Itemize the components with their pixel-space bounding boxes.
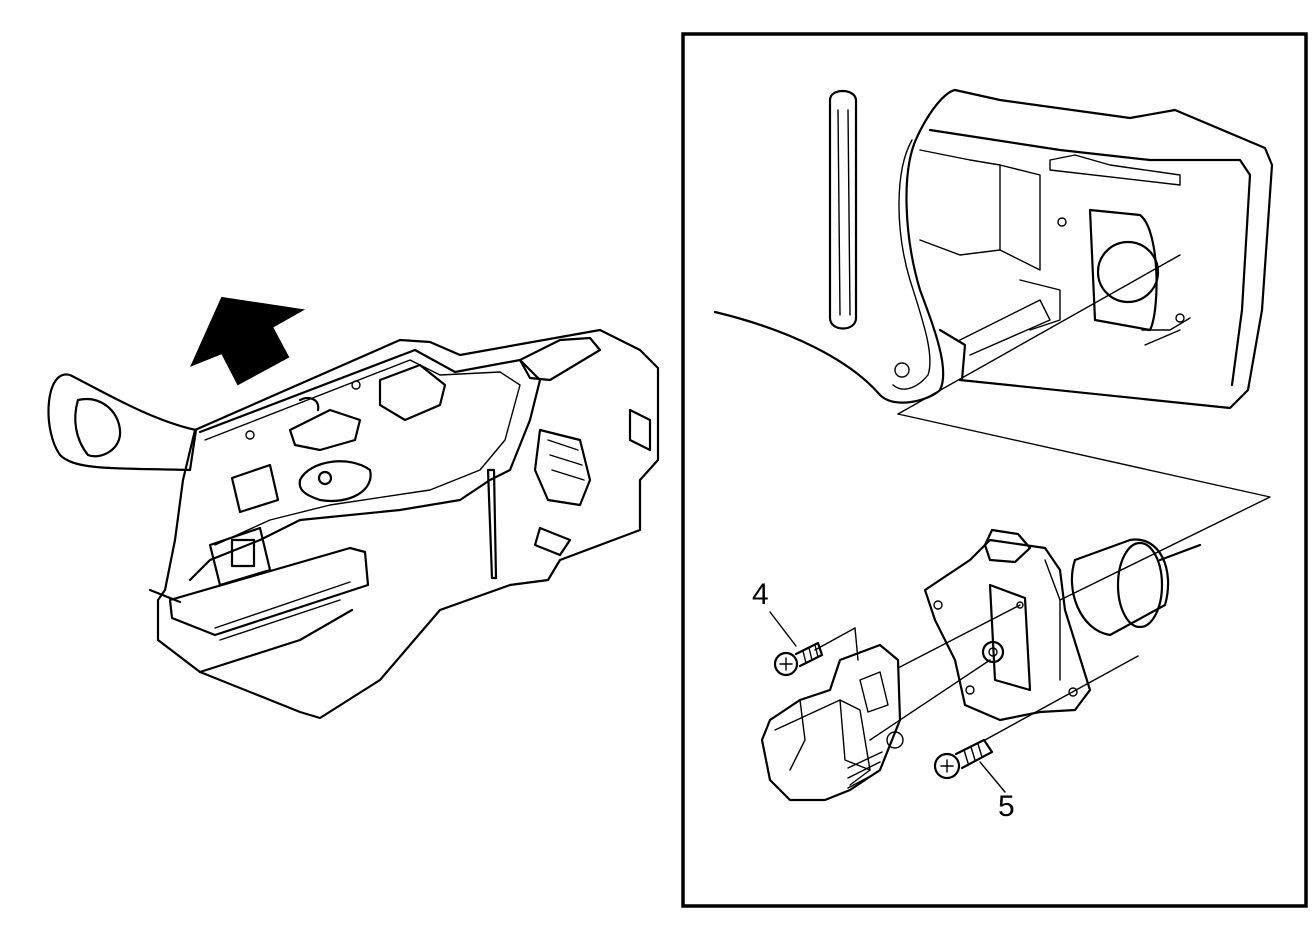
shifter-assembly — [47, 296, 660, 720]
bolt-4 — [773, 641, 824, 677]
removal-direction-arrow-icon — [190, 296, 306, 386]
switch-assembly — [760, 528, 1202, 802]
bolt-5 — [933, 738, 994, 780]
inset-frame — [681, 32, 1308, 908]
leader-line-4 — [769, 611, 797, 647]
callout-label-5: 5 — [998, 790, 1015, 823]
leader-line-5 — [979, 761, 1006, 793]
console-cutaway — [713, 88, 1274, 601]
shifter-housing — [156, 328, 660, 720]
shift-lever — [47, 373, 198, 472]
callout-label-4: 4 — [752, 578, 769, 611]
